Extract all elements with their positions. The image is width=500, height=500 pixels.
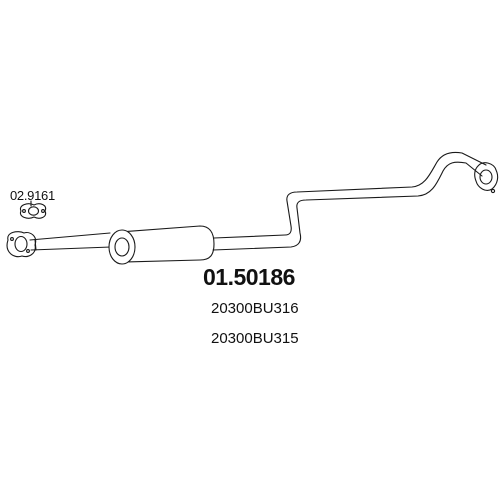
inlet-pipe — [29, 232, 112, 251]
oem-number: 20300BU316 — [211, 300, 299, 317]
main-part-number: 01.50186 — [203, 264, 295, 290]
oem-number: 20300BU315 — [211, 330, 299, 347]
muffler-icon — [108, 225, 215, 265]
inlet-flange-icon — [6, 231, 37, 258]
outlet-flange-icon — [474, 162, 499, 194]
gasket-part-number: 02.9161 — [10, 188, 55, 203]
exhaust-pipe-icon — [212, 151, 487, 251]
gasket-icon — [19, 203, 47, 219]
